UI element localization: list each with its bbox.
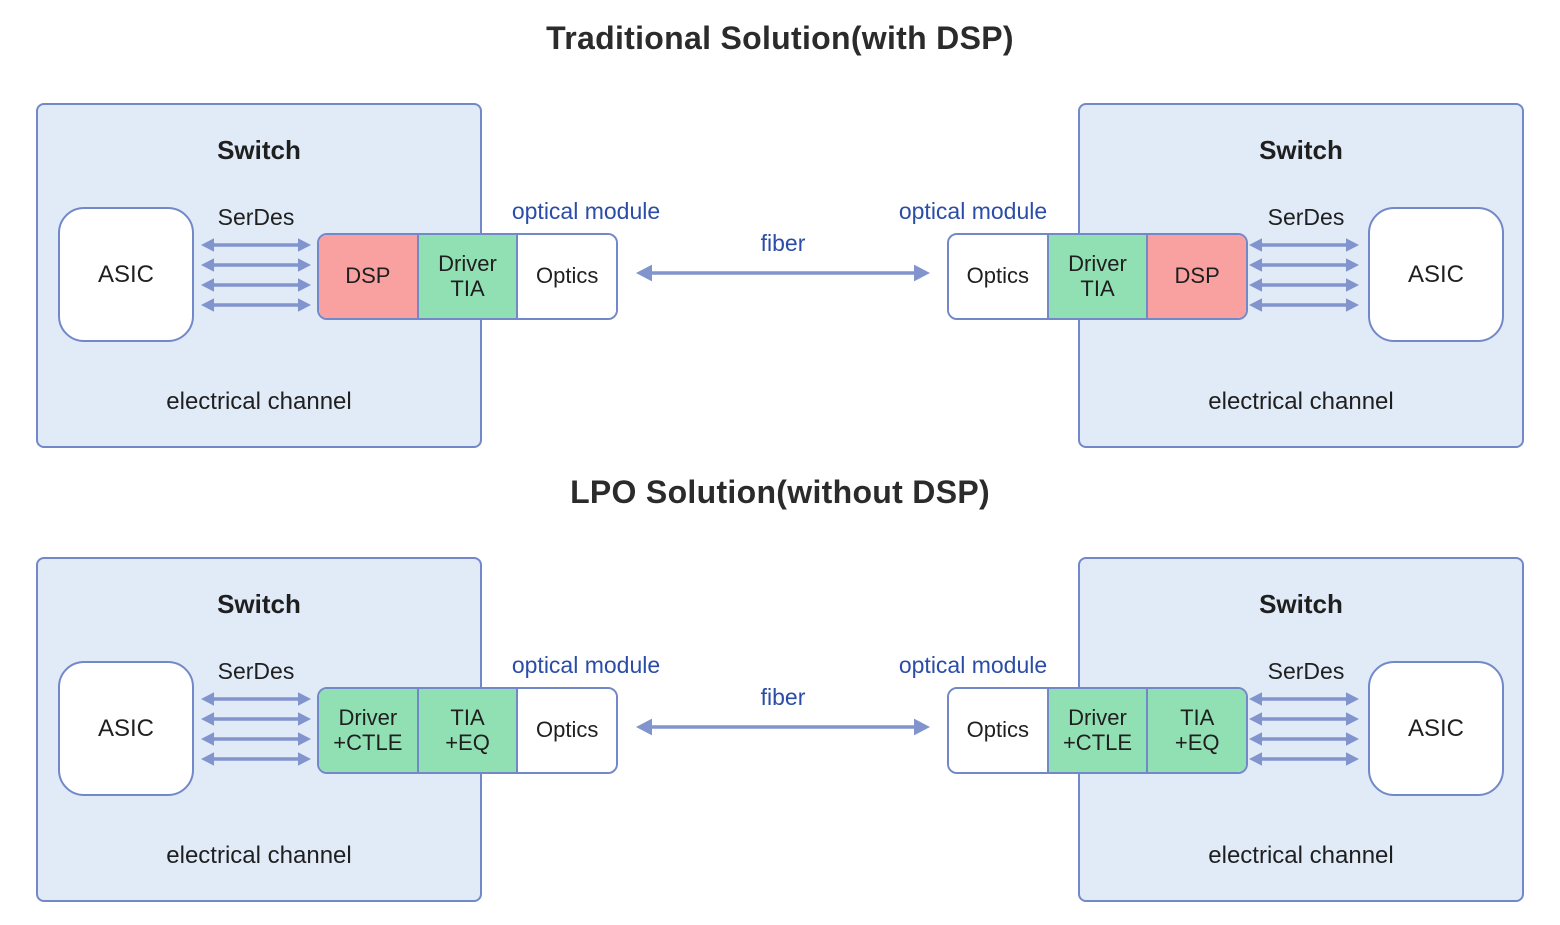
serdes-arrows-icon [201, 238, 311, 312]
module-cell: TIA +EQ [1146, 689, 1246, 772]
module-cell: Optics [949, 689, 1047, 772]
asic-label: ASIC [97, 714, 154, 742]
switch-label: Switch [217, 135, 301, 165]
asic-box-left: ASIC [58, 661, 194, 796]
serdes-arrows-icon [201, 692, 311, 766]
module-cell: Driver +CTLE [319, 689, 417, 772]
serdes-arrows-icon [1249, 692, 1359, 766]
section-lpo: LPO Solution(without DSP) Switch electri… [0, 454, 1560, 925]
asic-box-right: ASIC [1368, 207, 1504, 342]
module-cell: Driver +CTLE [1046, 689, 1147, 772]
fiber-label: fiber [760, 684, 806, 710]
electrical-channel-label: electrical channel [166, 388, 352, 415]
asic-box-right: ASIC [1368, 661, 1504, 796]
optical-module-label-left: optical module [511, 198, 661, 224]
section-title: LPO Solution(without DSP) [570, 474, 990, 510]
module-cell: Optics [516, 235, 616, 318]
module-cell: DSP [319, 235, 417, 318]
serdes-label-right: SerDes [1267, 204, 1345, 230]
asic-box-left: ASIC [58, 207, 194, 342]
serdes-arrows-icon [1249, 238, 1359, 312]
serdes-label-left: SerDes [217, 658, 295, 684]
electrical-channel-label: electrical channel [166, 842, 352, 869]
section-title: Traditional Solution(with DSP) [546, 20, 1014, 56]
serdes-label-left: SerDes [217, 204, 295, 230]
module-cell: Optics [516, 689, 616, 772]
switch-label: Switch [217, 589, 301, 619]
optical-module-right: Optics Driver +CTLE TIA +EQ [947, 687, 1248, 774]
optical-module-left: DSP Driver TIA Optics [317, 233, 618, 320]
optical-module-left: Driver +CTLE TIA +EQ Optics [317, 687, 618, 774]
module-cell: Optics [949, 235, 1047, 318]
optical-module-label-right: optical module [898, 198, 1048, 224]
optical-module-label-left: optical module [511, 652, 661, 678]
optical-module-label-right: optical module [898, 652, 1048, 678]
module-cell: DSP [1146, 235, 1246, 318]
fiber-label: fiber [760, 230, 806, 256]
section-traditional: Traditional Solution(with DSP) Switch el… [36, 20, 1524, 448]
fiber-arrow-icon [636, 718, 930, 736]
module-cell: Driver TIA [416, 235, 517, 318]
fiber-arrow-icon [636, 264, 930, 282]
asic-label: ASIC [97, 260, 154, 288]
asic-label: ASIC [1407, 260, 1464, 288]
module-cell: TIA +EQ [416, 689, 517, 772]
asic-label: ASIC [1407, 714, 1464, 742]
switch-label: Switch [1259, 589, 1343, 619]
electrical-channel-label: electrical channel [1208, 842, 1394, 869]
electrical-channel-label: electrical channel [1208, 388, 1394, 415]
switch-label: Switch [1259, 135, 1343, 165]
serdes-label-right: SerDes [1267, 658, 1345, 684]
optical-module-right: Optics Driver TIA DSP [947, 233, 1248, 320]
module-cell: Driver TIA [1046, 235, 1147, 318]
